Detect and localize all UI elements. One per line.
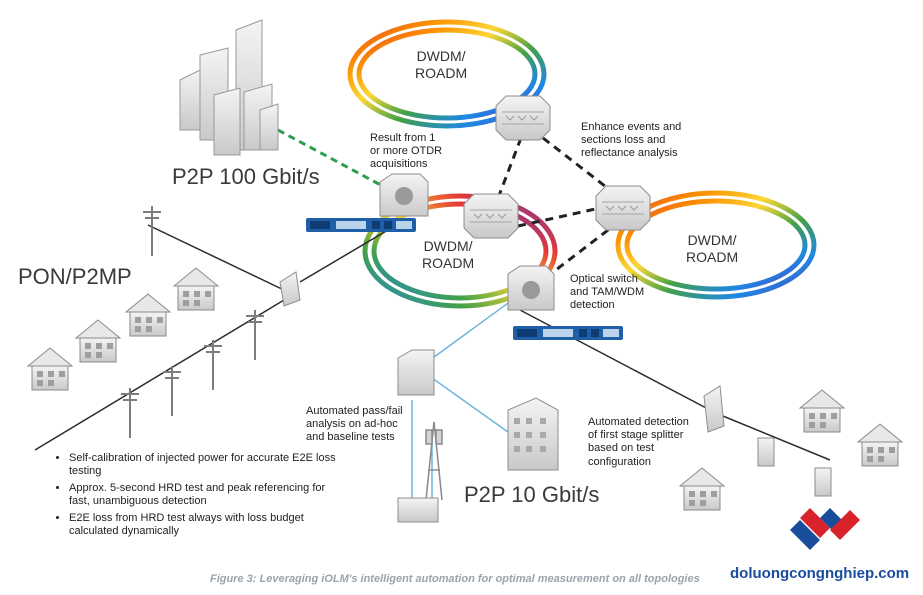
- house-icon: [125, 293, 171, 337]
- annotation-splitter-detection: Automated detection of first stage split…: [588, 416, 689, 468]
- dwdm-ring-top: [347, 19, 547, 129]
- cabinet-icon: [757, 437, 832, 497]
- annotation-optical-switch: Optical switch and TAM/WDM detection: [570, 273, 645, 312]
- utility-pole-icon: [120, 387, 140, 439]
- roadm-node-icon: [495, 95, 551, 141]
- label-p2p-10: P2P 10 Gbit/s: [464, 482, 600, 507]
- bullet-item: E2E loss from HRD test always with loss …: [69, 512, 339, 538]
- cabinet-icon: [397, 497, 439, 523]
- otdr-unit-icon: [379, 173, 429, 217]
- roadm-node-icon: [463, 193, 519, 239]
- splitter-icon: [279, 271, 301, 307]
- bullet-item: Self-calibration of injected power for a…: [69, 452, 339, 478]
- label-p2p-100: P2P 100 Gbit/s: [172, 164, 320, 189]
- feature-bullets: Self-calibration of injected power for a…: [57, 452, 339, 542]
- utility-pole-icon: [162, 365, 182, 417]
- ring-label-top: DWDM/ ROADM: [415, 48, 468, 81]
- annotation-result-otdr: Result from 1 or more OTDR acquisitions: [370, 132, 443, 171]
- utility-pole-icon: [203, 339, 223, 391]
- cell-tower-icon: [425, 421, 443, 501]
- building-icon: [507, 397, 559, 471]
- annotation-pass-fail: Automated pass/fail analysis on ad-hoc a…: [306, 405, 403, 444]
- rack-equipment-icon: [306, 218, 416, 232]
- splitter-icon: [703, 385, 725, 433]
- green-link: [277, 128, 391, 192]
- brand-name: doluongcongnghiep.com: [730, 565, 910, 582]
- house-icon: [27, 347, 73, 391]
- house-icon: [173, 267, 219, 311]
- house-icon: [75, 319, 121, 363]
- dwdm-ring-right: [615, 190, 817, 300]
- utility-pole-icon: [245, 309, 265, 361]
- ring-label-center: DWDM/ ROADM: [422, 238, 475, 271]
- roadm-node-icon: [595, 185, 651, 231]
- utility-pole-icon: [142, 205, 162, 257]
- cabinet-icon: [397, 349, 435, 396]
- annotation-enhance-events: Enhance events and sections loss and ref…: [581, 121, 682, 160]
- building-icon: [179, 19, 279, 156]
- figure-caption: Figure 3: Leveraging iOLM's intelligent …: [210, 573, 700, 585]
- brand-logo-icon: [790, 508, 860, 550]
- dwdm-ring-center: [362, 193, 558, 309]
- house-icon: [799, 389, 845, 433]
- house-icon: [679, 467, 725, 511]
- ring-label-right: DWDM/ ROADM: [686, 232, 739, 265]
- otdr-unit-icon: [507, 265, 555, 311]
- label-pon-p2mp: PON/P2MP: [18, 264, 132, 289]
- rack-equipment-icon: [513, 326, 623, 340]
- blue-links: [411, 297, 516, 498]
- bullet-item: Approx. 5-second HRD test and peak refer…: [69, 482, 339, 508]
- house-icon: [857, 423, 903, 467]
